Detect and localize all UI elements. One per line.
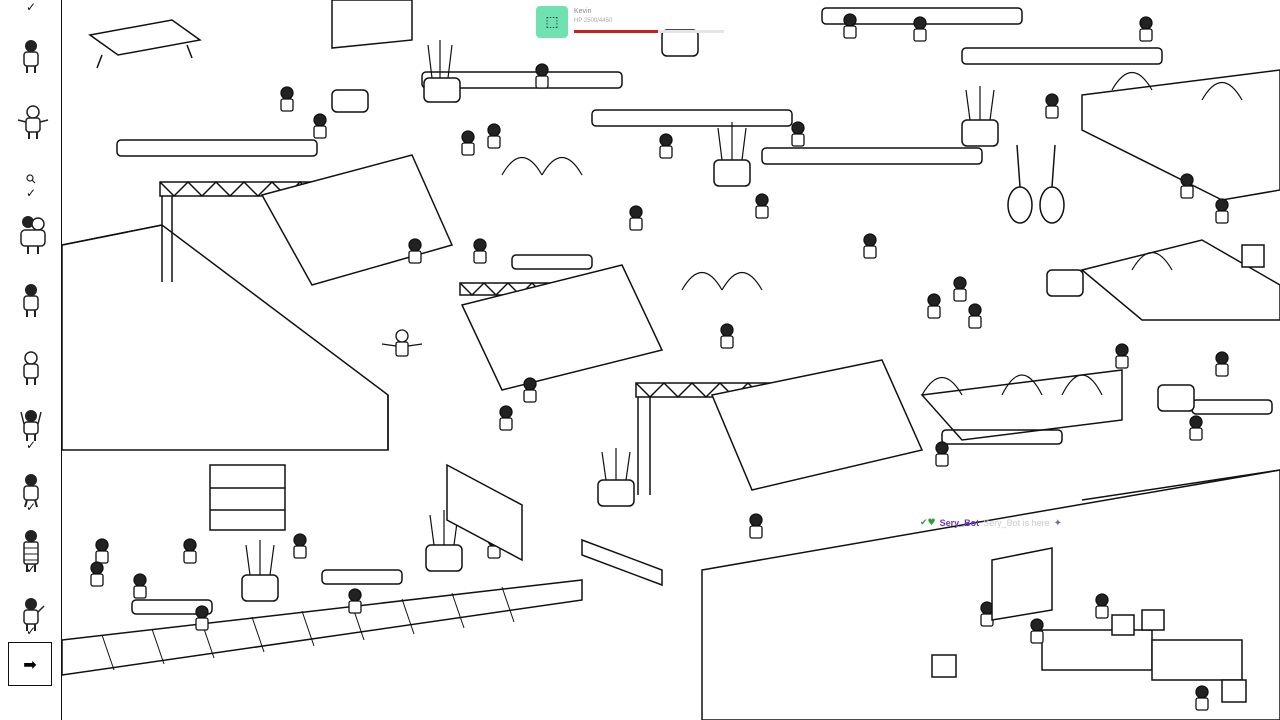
computer-desks [931, 244, 1265, 703]
found-check-10: ✓ [26, 624, 37, 638]
picnic-table [88, 19, 202, 69]
found-check-7: ✓ [26, 438, 37, 452]
crowd [90, 13, 1229, 711]
robot-icon: ⬚ [536, 6, 568, 38]
office-scene [62, 0, 1280, 720]
benches [116, 7, 1273, 615]
striped-character-icon [23, 530, 39, 572]
target-slot-10[interactable] [0, 586, 62, 652]
target-slot-5[interactable] [0, 272, 62, 338]
group-character-icon [20, 216, 46, 254]
guitars [1007, 144, 1065, 224]
side-character-icon [23, 351, 39, 385]
hp-bar-fill [574, 30, 658, 33]
booth-1 [260, 154, 454, 286]
target-slot-9[interactable] [0, 520, 62, 586]
target-slot-7[interactable] [0, 396, 62, 462]
garden-bed-2 [1080, 239, 1280, 321]
chat-username: Sery_Bot [939, 518, 980, 528]
roof-edge [1081, 469, 1280, 501]
target-slot-3[interactable] [0, 162, 62, 228]
target-slot-8[interactable] [0, 462, 62, 528]
building-edge [62, 224, 163, 246]
target-slot-6[interactable] [0, 340, 62, 406]
chat-text: Sery_Bot is here [983, 518, 1050, 528]
found-check-1: ✓ [26, 0, 37, 14]
chat-emote-icon: ✦ [1053, 517, 1063, 529]
partitions [331, 0, 1053, 621]
hp-bar [574, 30, 724, 33]
targets-sidebar: ✓ ✓ [0, 0, 62, 720]
stream-overlay: ⬚ Kevin HP 2500/4450 [536, 6, 728, 40]
magnifier-character-icon [26, 174, 36, 184]
walkway [62, 579, 583, 676]
walking-character-icon [23, 474, 39, 508]
garden-bed-3 [920, 369, 1123, 441]
found-check-4: ✓ [26, 186, 37, 200]
target-slot-4[interactable] [0, 204, 62, 270]
hands-up-character-icon [20, 410, 42, 441]
booth-2 [460, 264, 664, 391]
pointing-character-icon [23, 598, 45, 631]
game-map[interactable] [62, 0, 1280, 720]
booth-3 [710, 359, 924, 491]
arrow-right-icon: ➡ [23, 654, 37, 674]
lower-building [701, 469, 1280, 720]
shelf-unit [209, 464, 286, 531]
arms-out-character-icon [17, 105, 49, 139]
target-slot-1[interactable] [0, 28, 62, 94]
chat-message: ✔♥ Sery_Bot Sery_Bot is here ✦ [920, 515, 1062, 531]
overlay-subtext: HP 2500/4450 [574, 18, 613, 24]
found-check-9: ✓ [26, 562, 37, 576]
dark-hair-character-icon [23, 284, 39, 317]
next-targets-button[interactable]: ➡ [8, 642, 52, 686]
target-slot-2[interactable] [0, 94, 62, 160]
garden-bed-1 [1081, 69, 1280, 201]
overlay-name: Kevin [574, 8, 592, 15]
chat-badges: ✔♥ [920, 518, 936, 528]
character-icon [23, 40, 39, 73]
found-check-8: ✓ [26, 500, 37, 514]
planters [241, 29, 1195, 602]
